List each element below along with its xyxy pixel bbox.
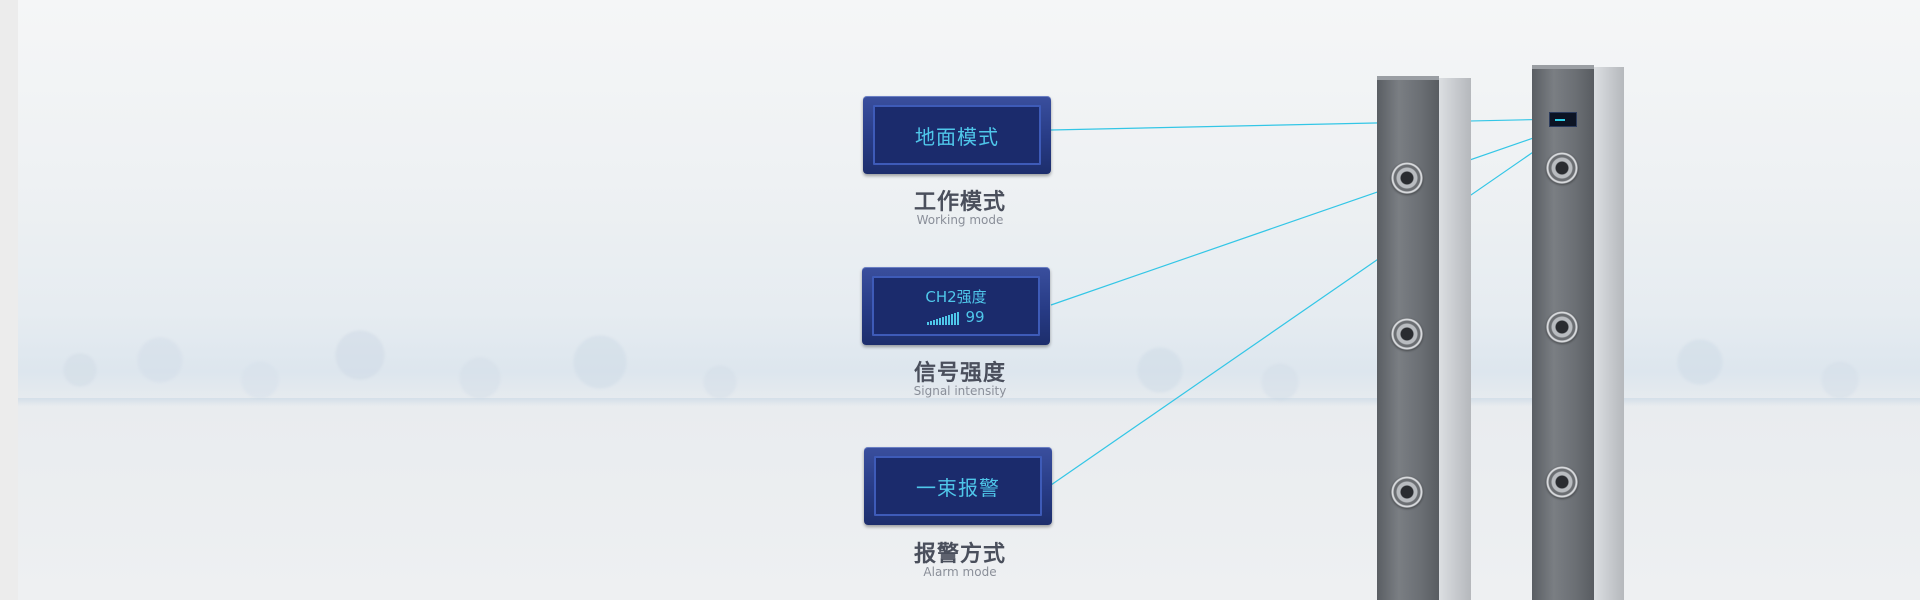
working-mode-title: 工作模式 [913, 190, 1006, 215]
alarm-mode-value: 一束报警 [916, 475, 1000, 500]
lens-icon [1391, 476, 1423, 508]
working-mode-screen: 地面模式 [873, 105, 1041, 165]
leader-line-working-mode [1050, 118, 1563, 131]
lens-icon [1391, 318, 1423, 350]
alarm-mode-screen: 一束报警 [874, 456, 1042, 516]
lens-icon [1391, 162, 1423, 194]
leader-line-signal-intensity [1050, 126, 1566, 306]
alarm-mode-display: 一束报警 [864, 447, 1052, 525]
working-mode-display: 地面模式 [863, 96, 1051, 174]
alarm-mode-subtitle: Alarm mode [923, 565, 997, 579]
working-mode-subtitle: Working mode [916, 213, 1004, 227]
lens-icon [1546, 152, 1578, 184]
alarm-mode-title: 报警方式 [913, 542, 1006, 567]
working-mode-value: 地面模式 [915, 124, 999, 149]
signal-value: 99 [965, 307, 985, 326]
signal-channel-label: CH2强度 [925, 287, 987, 306]
lens-icon [1546, 311, 1578, 343]
detector-post-right [1532, 65, 1624, 600]
lens-icon [1546, 466, 1578, 498]
detector-post-left [1377, 76, 1471, 600]
display-window-icon [1549, 112, 1577, 127]
signal-readout: 99 [927, 307, 985, 326]
signal-intensity-subtitle: Signal intensity [913, 384, 1007, 398]
signal-intensity-display: CH2强度 99 [862, 267, 1050, 345]
signal-strength-icon [927, 311, 960, 325]
signal-intensity-title: 信号强度 [913, 361, 1006, 386]
signal-intensity-screen: CH2强度 99 [872, 276, 1040, 336]
horizon-line [18, 398, 1920, 406]
